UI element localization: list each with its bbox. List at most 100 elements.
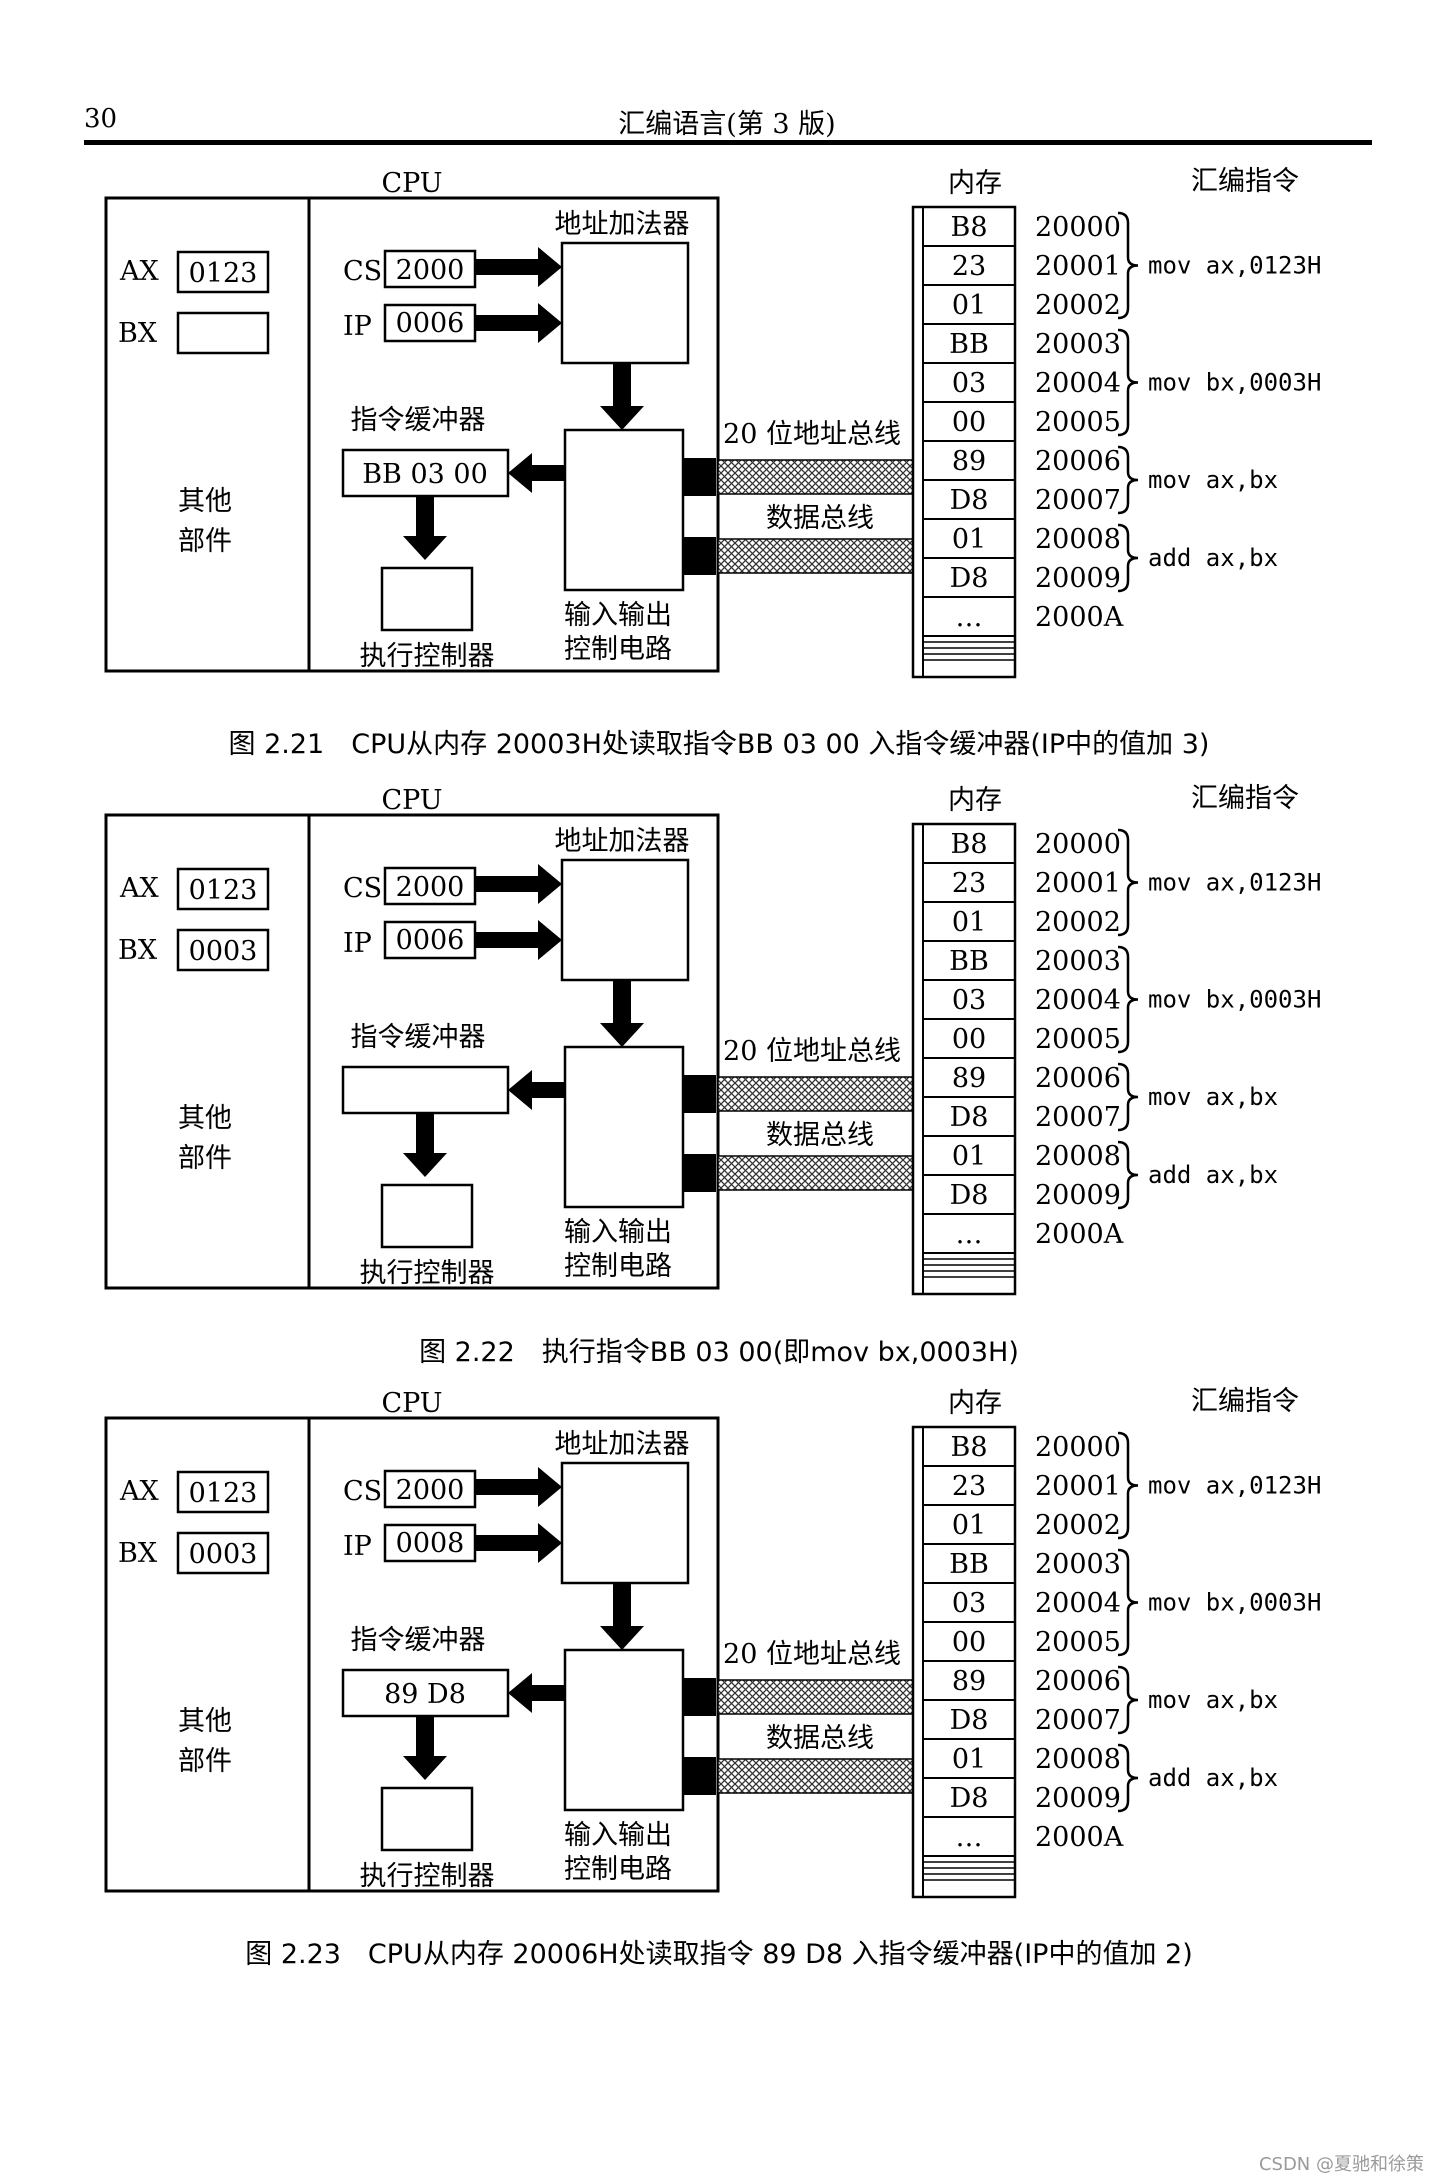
memory-byte: B8 [950,829,987,860]
memory-address: 20007 [1035,485,1121,516]
buffer-to-exec-arrow [403,1716,447,1780]
instruction-text: mov bx,0003H [1148,986,1321,1014]
memory-address: 20003 [1035,1549,1121,1580]
ip-label: IP [343,311,372,342]
cpu-label: CPU [381,1388,442,1419]
memory-address: 20008 [1035,524,1121,555]
memory-byte: 03 [952,985,986,1016]
execution-controller [380,1183,474,1249]
memory-byte: B8 [950,212,987,243]
instruction-text: add ax,bx [1148,544,1278,572]
ip-to-adder-arrow [475,1523,562,1563]
ip-label: IP [343,1531,372,1562]
assembly-label: 汇编指令 [1191,166,1299,197]
memory-byte: 00 [952,407,986,438]
ip-register [383,1523,477,1563]
other-parts-label-2: 部件 [178,526,232,557]
instruction-brace [1117,328,1139,437]
data-bus [717,1758,914,1794]
memory-address: 20005 [1035,1024,1121,1055]
memory-byte: 01 [952,1141,986,1172]
cpu-frame [104,813,720,1290]
address-bus [717,1679,914,1715]
bx-label: BX [118,1538,158,1569]
memory-address: 2000A [1035,1822,1124,1853]
cs-value: 2000 [396,1475,465,1506]
address-adder [560,241,690,365]
memory-address: 20008 [1035,1141,1121,1172]
address-adder-label: 地址加法器 [555,1429,690,1460]
cs-label: CS [343,1476,382,1507]
instruction-brace [1117,1062,1139,1132]
ip-to-adder-arrow [475,303,562,343]
memory-byte: D8 [950,485,989,516]
memory-address: 20007 [1035,1102,1121,1133]
address-bus [717,459,914,495]
memory-address: 20003 [1035,329,1121,360]
page-number: 30 [84,104,118,134]
instruction-buffer-value: BB 03 00 [362,459,488,490]
memory-byte: 23 [952,251,986,282]
address-bus-label: 20 位地址总线 [723,1639,901,1670]
assembly-label: 汇编指令 [1191,1386,1299,1417]
io-control-label-2: 控制电路 [564,634,672,665]
memory-byte: 00 [952,1627,986,1658]
figure-caption: 图 2.22 执行指令BB 03 00(即mov bx,0003H) [419,1337,1019,1368]
cs-label: CS [343,873,382,904]
memory-byte: 03 [952,368,986,399]
instruction-text: mov ax,0123H [1148,252,1321,280]
ax-value: 0123 [189,875,258,906]
io-control-label-2: 控制电路 [564,1854,672,1885]
watermark: CSDN @夏驰和徐策 [1258,2154,1424,2175]
bx-register [176,311,270,355]
io-to-buffer-arrow [508,1673,565,1713]
page-header: 30 汇编语言(第 3 版) [84,100,1370,140]
memory-address: 20001 [1035,251,1121,282]
io-control-label-2: 控制电路 [564,1251,672,1282]
execution-controller [380,1786,474,1852]
io-control-circuit [563,1045,685,1209]
address-bus-port [683,1678,716,1716]
memory-cell [922,1213,1016,1254]
data-bus-port [683,1757,716,1795]
data-bus-port [683,537,716,575]
ip-label: IP [343,928,372,959]
cpu-frame [104,196,720,673]
memory-byte: 01 [952,1744,986,1775]
execution-controller-label: 执行控制器 [360,1861,495,1892]
instruction-brace [1117,211,1139,320]
cs-register [383,1469,477,1509]
memory-address: 20004 [1035,985,1121,1016]
book-title: 汇编语言(第 3 版) [618,109,836,140]
memory-byte: … [956,1219,983,1250]
address-bus-label: 20 位地址总线 [723,419,901,450]
memory-byte: 89 [952,1666,986,1697]
bx-value: 0003 [189,936,258,967]
buffer-to-exec-arrow [403,1113,447,1177]
ip-value: 0006 [396,925,465,956]
memory-address: 20002 [1035,290,1121,321]
memory-address: 20006 [1035,1666,1121,1697]
bx-label: BX [118,935,158,966]
adder-to-io-arrow [600,1583,644,1650]
memory-byte: 01 [952,524,986,555]
bx-register [176,1531,270,1575]
cs-value: 2000 [396,872,465,903]
instruction-buffer-label: 指令缓冲器 [351,1022,486,1053]
data-bus [717,538,914,574]
memory-address: 20006 [1035,446,1121,477]
bx-register [176,928,270,972]
memory-byte: … [956,1822,983,1853]
instruction-buffer-label: 指令缓冲器 [351,1625,486,1656]
cpu-label: CPU [381,168,442,199]
instruction-text: mov ax,bx [1148,1083,1278,1111]
memory-address: 20005 [1035,1627,1121,1658]
memory-byte: D8 [950,1783,989,1814]
instruction-brace [1117,1140,1139,1210]
header-rule [84,140,1372,145]
memory-address: 20009 [1035,1783,1121,1814]
